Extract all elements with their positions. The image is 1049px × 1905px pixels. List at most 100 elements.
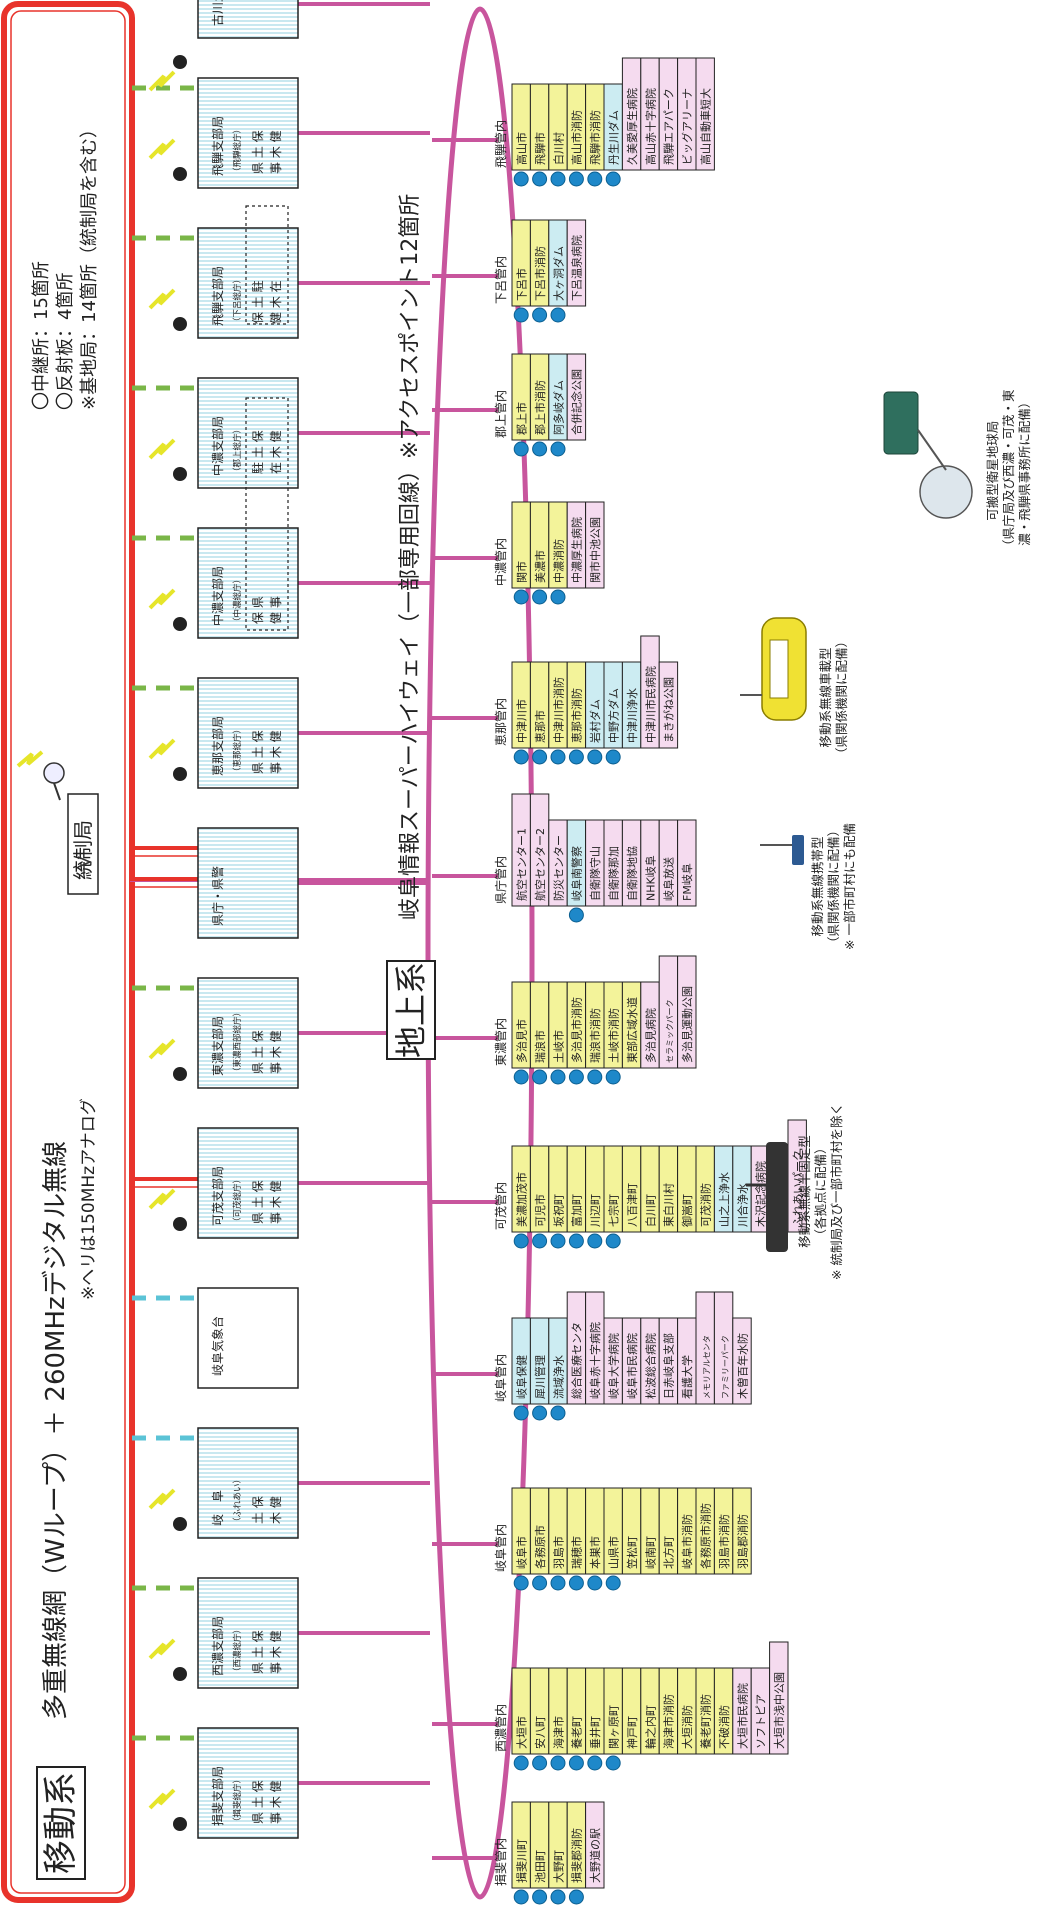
ground-station-label: 木曽百年水防 — [735, 1333, 749, 1399]
base-station-box: 中濃支部局（中濃総庁）保 県健 事 — [197, 527, 299, 639]
ground-station-label: 高山赤十字病院 — [643, 88, 657, 165]
ground-station-label: 大垣市民病院 — [735, 1683, 749, 1749]
control-station: 統制局 — [16, 750, 99, 895]
portable-radio-icon — [792, 835, 804, 865]
base-station-title: 東濃支部局 — [210, 1016, 225, 1076]
ground-station-label: 羽島市 — [551, 1536, 565, 1569]
ground-station-label: 養老町消防 — [699, 1694, 713, 1749]
base-station-depts: 健 事 — [269, 596, 283, 624]
ground-station-label: 阿多岐ダム — [551, 380, 565, 435]
ground-station-label: 関ヶ原町 — [608, 1705, 621, 1749]
ground-station-label: 大野道の駅 — [588, 1828, 602, 1883]
terminal-icon — [550, 307, 566, 323]
stat-reflector-text: 〇反射板：4箇所 — [55, 272, 76, 410]
control-signal-icon — [16, 750, 44, 768]
base-station-box: 飛騨支部局（下呂総庁）保 土 駐健 木 在 — [197, 227, 299, 339]
terminal-icon — [532, 1405, 548, 1421]
terminal-icon — [532, 589, 548, 605]
base-station-depts: 駐 土 保 — [250, 430, 265, 474]
terminal-icon — [568, 1233, 584, 1249]
terminal-icon — [513, 1069, 529, 1085]
base-station-box: 揖斐支部局（揖斐総庁）県 土 保事 木 健 — [197, 1727, 299, 1839]
base-station-box: 恵那支部局（恵那総庁）県 土 保事 木 健 — [197, 677, 299, 789]
ground-station-label: 多治見運動公園 — [680, 986, 694, 1063]
base-station-title: 西濃支部局 — [210, 1616, 225, 1676]
ground-station-label: 白川村 — [551, 132, 565, 165]
base-station-subtitle: （揖斐総庁） — [232, 1775, 243, 1826]
ground-station-label: 瑞穂市 — [570, 1536, 584, 1569]
ground-group-header: 郡上管内 — [493, 390, 508, 438]
ground-station-label: 恵那市 — [533, 710, 547, 743]
ground-station-label: 大ヶ洞ダム — [551, 246, 565, 301]
terminal-icon — [513, 1233, 529, 1249]
base-station-depts: 県 土 保 — [251, 130, 265, 174]
base-station-depts: 土 保 — [251, 1496, 265, 1524]
ground-station-label: 垂井町 — [588, 1716, 602, 1749]
terminal-icon — [568, 907, 584, 923]
ground-station-label: 中濃厚生病院 — [570, 517, 584, 583]
base-station-depts: 県 土 保 — [251, 1780, 265, 1824]
base-station-title: 飛騨支部局 — [210, 266, 225, 326]
terminal-icon — [605, 1755, 621, 1771]
ground-station-label: 久美愛厚生病院 — [625, 88, 639, 165]
ground-station-label: 飛騨市 — [533, 132, 547, 165]
ground-station-label: 中濃消防 — [551, 539, 565, 583]
lightning-icon — [148, 1188, 176, 1210]
ground-station-label: 中津川市民病院 — [643, 666, 657, 743]
ground-station-label: ふれあいパーク — [792, 1150, 805, 1227]
ground-station-label: 岐阜市消防 — [680, 1514, 694, 1569]
terminal-icon — [550, 1405, 566, 1421]
terminal-icon — [605, 749, 621, 765]
ground-station-label: 中野方ダム — [607, 688, 621, 743]
ground-station-label: 川辺町 — [589, 1194, 602, 1227]
mobile-frame-inner — [10, 10, 126, 1894]
ground-station-label: 看護大学 — [680, 1355, 694, 1399]
ground-title: 地上系 — [392, 961, 430, 1058]
base-station-box: 西濃支部局（西濃総庁）県 土 保事 木 健 — [197, 1577, 299, 1689]
base-station-title: 中濃支部局 — [210, 566, 225, 626]
terminal-icon — [532, 749, 548, 765]
ground-group-header: 県庁管内 — [493, 856, 508, 904]
ground-station-label: 東部広域水道 — [625, 997, 639, 1063]
terminal-icon — [513, 1405, 529, 1421]
ground-group: 飛騨管内高山市飛騨市白川村高山市消防飛騨市消防丹生川ダム久美愛厚生病院高山赤十字… — [493, 57, 715, 187]
satellite-cable-icon — [917, 429, 947, 471]
antenna-dish-icon — [173, 467, 187, 481]
terminal-icon — [513, 589, 529, 605]
lightning-icon — [148, 588, 176, 610]
ground-station-label: 高山市 — [515, 132, 529, 165]
terminal-icon — [587, 749, 603, 765]
base-station-subtitle: （西濃総庁） — [232, 1625, 243, 1676]
ground-group: 岐阜管内岐阜市各務原市羽島市瑞穂市本巣市山県市笠松町岐南町北方町岐阜市消防各務原… — [493, 1487, 752, 1591]
ground-station-label: 犀川管理 — [533, 1355, 547, 1399]
base-station-title: 古川土木 — [210, 0, 225, 26]
ground-station-label: 航空センター1 — [515, 828, 529, 901]
lightning-icon — [148, 1038, 176, 1060]
base-station-depts: 県 土 保 — [251, 1030, 265, 1074]
terminal-icon — [550, 1233, 566, 1249]
terminal-icon — [550, 441, 566, 457]
terminal-icon — [587, 1575, 603, 1591]
mobile-heading: 多重無線網（Wループ）＋ 260MHzデジタル無線 — [41, 1140, 71, 1720]
ground-station-label: 美濃加茂市 — [515, 1172, 529, 1227]
antenna-dish-icon — [173, 55, 187, 69]
ground-station-cell — [732, 1317, 752, 1405]
ground-station-cell — [585, 1801, 605, 1889]
terminal-icon — [550, 1889, 566, 1905]
ground-station-label: 笠松町 — [625, 1536, 639, 1569]
ground-station-label: 多治見市 — [515, 1019, 529, 1063]
ground-station-label: 山之上浄水 — [717, 1172, 731, 1227]
control-rod-icon — [77, 856, 92, 874]
antenna-dish-icon — [173, 317, 187, 331]
terminal-icon — [568, 1575, 584, 1591]
terminal-icon — [587, 1069, 603, 1085]
base-station-subtitle: （郡上総庁） — [232, 425, 243, 476]
lightning-icon — [148, 1638, 176, 1660]
base-station-depts: 県 土 保 — [251, 1630, 265, 1674]
base-station-depts: 県 土 保 — [251, 1180, 265, 1224]
ground-group: 岐阜管内岐阜保健犀川管理流域浄水総合医療センタ岐阜赤十字病院岐阜大学病院岐阜市民… — [493, 1291, 752, 1421]
ground-station-cell — [585, 501, 605, 589]
ground-station-label: 木沢記念病院 — [754, 1161, 768, 1227]
base-station-depts: 県 土 保 — [251, 730, 265, 774]
base-station-box: 岐阜気象台 — [197, 1287, 299, 1389]
